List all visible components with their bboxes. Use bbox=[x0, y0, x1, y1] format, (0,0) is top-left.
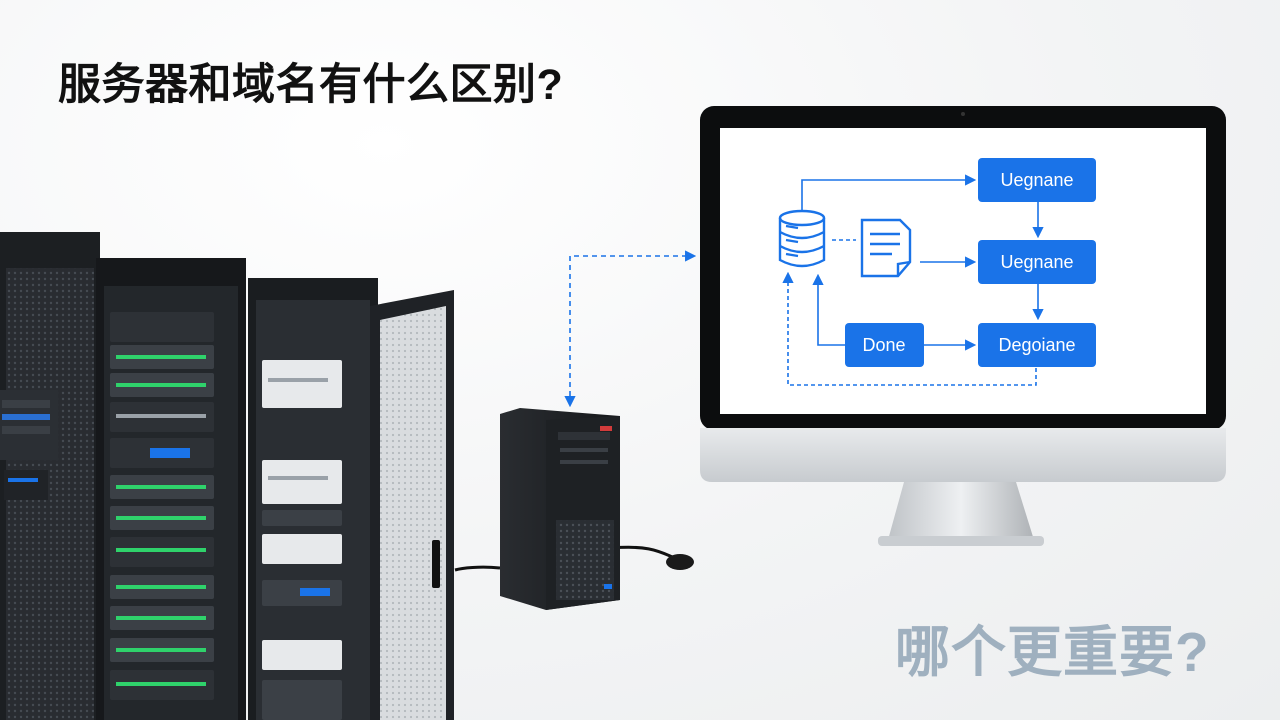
svg-text:Done: Done bbox=[862, 335, 905, 355]
svg-text:Uegnane: Uegnane bbox=[1000, 252, 1073, 272]
flow-box-2: Uegnane bbox=[978, 240, 1096, 284]
monitor-screen bbox=[720, 128, 1206, 414]
connector-arrow bbox=[564, 250, 697, 408]
flow-box-3: Degoiane bbox=[978, 323, 1096, 367]
database-icon bbox=[778, 209, 826, 268]
svg-text:Uegnane: Uegnane bbox=[1000, 170, 1073, 190]
server-racks bbox=[0, 232, 454, 720]
page-subtitle: 哪个更重要? bbox=[895, 621, 1210, 683]
flow-box-1: Uegnane bbox=[978, 158, 1096, 202]
svg-text:Degoiane: Degoiane bbox=[998, 335, 1075, 355]
monitor bbox=[700, 106, 1226, 546]
page-title: 服务器和域名有什么区别? bbox=[58, 61, 564, 109]
document-icon bbox=[860, 218, 912, 278]
tower-server bbox=[454, 408, 694, 610]
flow-box-done: Done bbox=[845, 323, 924, 367]
flow-diagram: Uegnane Uegnane Done Degoiane bbox=[778, 158, 1096, 386]
